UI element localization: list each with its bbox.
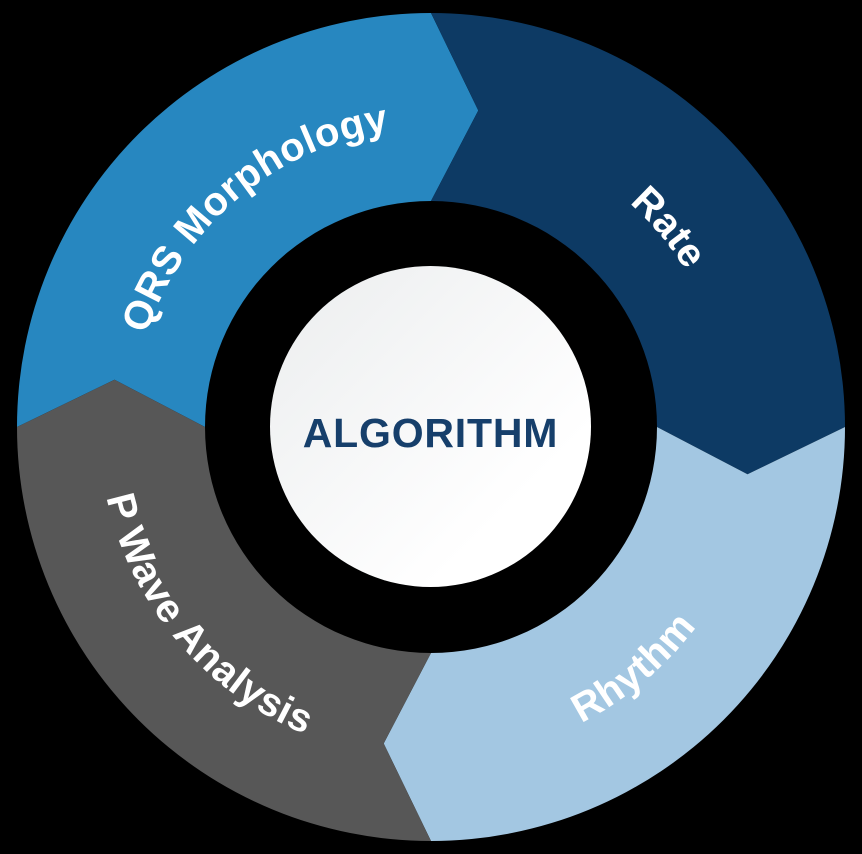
segment-rate-shape <box>431 13 845 475</box>
segment-qrs-morphology-shape <box>17 13 479 427</box>
center-circle <box>270 266 591 587</box>
segment-rhythm-shape <box>383 427 845 841</box>
center-label: ALGORITHM <box>303 410 558 456</box>
segment-p-wave-analysis-shape <box>17 379 431 841</box>
